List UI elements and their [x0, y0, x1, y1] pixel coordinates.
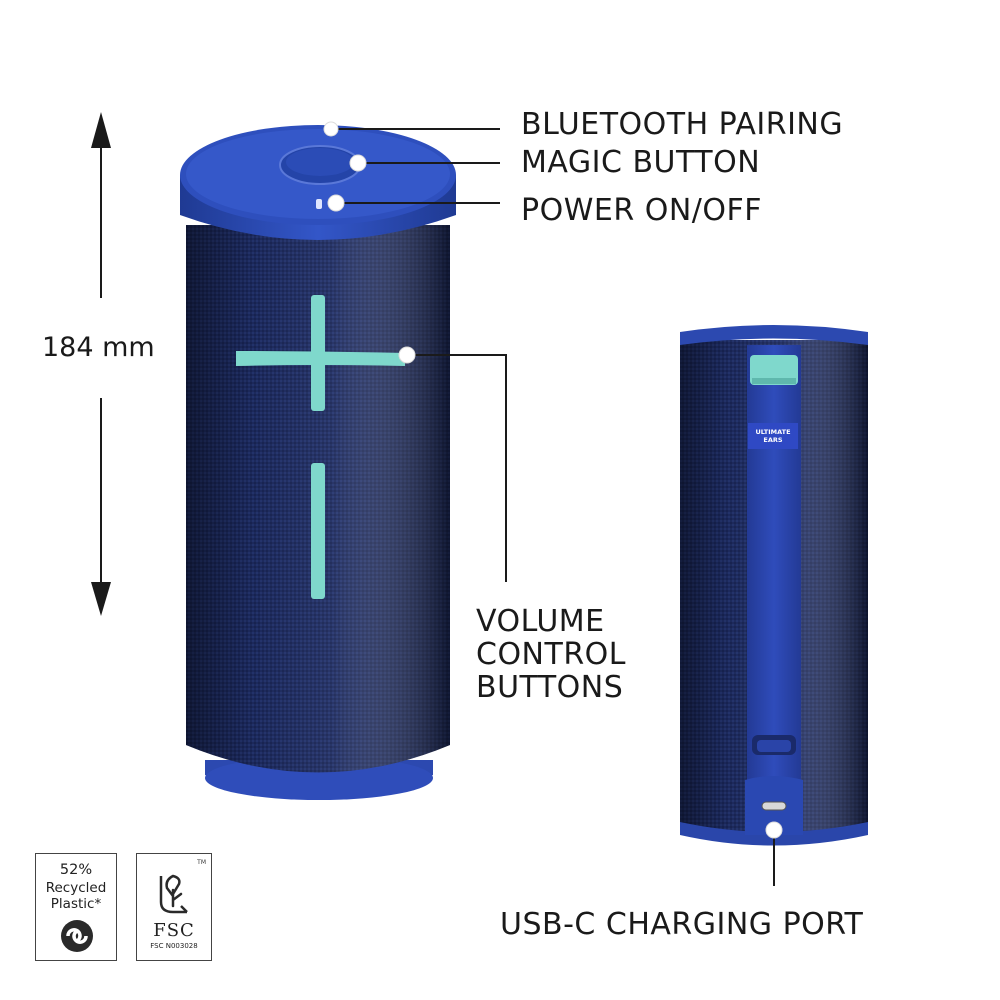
callout-lines	[333, 128, 775, 886]
logo-line-1: ULTIMATE	[755, 428, 791, 436]
recycled-percent: 52%	[59, 862, 93, 878]
volume-label-line-2: CONTROL	[476, 637, 626, 672]
volume-label-line-1: VOLUME	[476, 604, 605, 639]
recycled-line-2: Plastic*	[50, 896, 102, 912]
power-on-off-label: POWER ON/OFF	[521, 193, 762, 228]
height-dimension-arrow	[91, 112, 111, 616]
fsc-logo-text: FSC	[153, 920, 195, 941]
logo-line-2: EARS	[763, 436, 783, 444]
ultimate-ears-logo: ULTIMATE EARS	[748, 423, 798, 449]
fsc-license-code: FSC N003028	[150, 942, 198, 950]
volume-control-buttons-label: VOLUME CONTROL BUTTONS	[476, 605, 626, 704]
speaker-front-view	[180, 125, 456, 800]
fsc-tree-icon	[159, 874, 188, 914]
usb-c-charging-port-label: USB-C CHARGING PORT	[500, 907, 864, 942]
fsc-badge: TM FSC FSC N003028	[136, 853, 212, 961]
speaker-back-view	[680, 325, 868, 846]
height-dimension-label: 184 mm	[42, 332, 155, 363]
volume-label-line-3: BUTTONS	[476, 670, 624, 705]
fsc-trademark: TM	[197, 859, 206, 866]
bluetooth-pairing-label: BLUETOOTH PAIRING	[521, 107, 844, 142]
recycled-plastic-badge: 52% Recycled Plastic*	[35, 853, 117, 961]
recycled-line-1: Recycled	[45, 880, 107, 896]
callout-dots	[323, 121, 783, 839]
recycle-loop-icon	[61, 920, 93, 952]
magic-button-label: MAGIC BUTTON	[521, 145, 761, 180]
